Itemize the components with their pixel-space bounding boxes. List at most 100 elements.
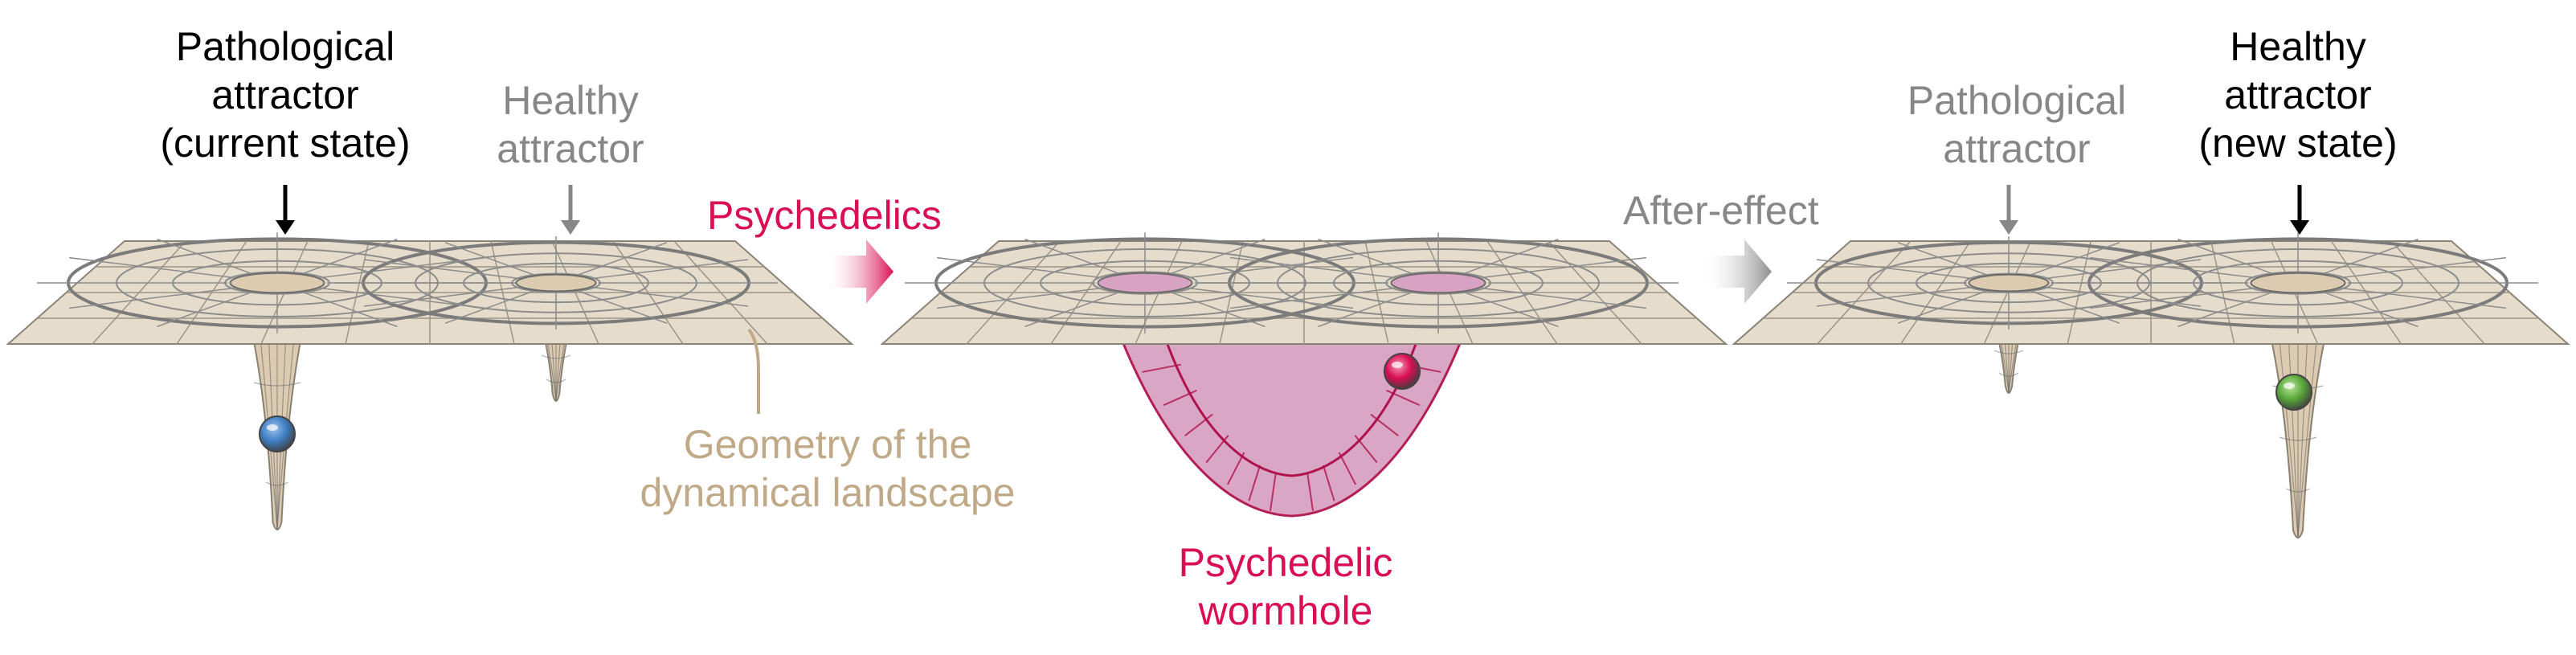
pathological-arrow-current-head [276,220,295,235]
state-ball-pathological [259,416,296,452]
grid-line [673,240,768,345]
well-spoke [444,289,536,324]
healthy-arrow-before-head [561,220,580,235]
well-spoke [1897,289,1989,324]
well-spoke [1169,238,1266,275]
well-spoke [592,286,749,307]
grid-line [551,240,599,345]
wormhole-rung [1386,389,1421,407]
wormhole-rung [1205,434,1229,464]
well-spoke [2177,238,2274,275]
wormhole-rung [1226,452,1245,485]
grid-line [1548,240,1642,345]
well-spoke [2341,287,2507,309]
well-spoke [2045,286,2202,307]
well-spoke [1318,291,1414,328]
well-spoke [1229,287,1396,309]
well-spoke [936,256,1102,279]
well-hole [229,272,325,294]
well-spoke [592,259,749,280]
geometry-pointer-line [747,328,760,414]
wormhole-rung [1163,389,1197,407]
well-spoke [68,256,235,279]
wormhole-rung [1248,465,1261,501]
psychedelics-arrow [829,239,893,304]
grid-line [966,240,1061,345]
healthy-attractor-label-new: Healthy attractor (new state) [2198,24,2398,166]
panel-wormhole [880,232,1728,518]
funnel-ring [2279,436,2317,441]
pathological-arrow-after-head [1999,220,2018,235]
wormhole-rung [1269,473,1277,511]
panel-after [1732,232,2570,538]
funnel-ring [1998,372,2019,377]
grid-line [176,240,247,345]
grid-line [2330,240,2402,345]
well-spoke [2322,291,2419,328]
pathological-attractor-label-after: Pathological attractor [1907,78,2127,171]
well-spoke [1481,256,1647,279]
well-hole [515,273,597,293]
well-hole [1968,273,2050,293]
well-spoke [1229,256,1396,279]
well-spoke [2029,289,2120,324]
well-spoke [1462,291,1559,328]
well-spoke [2045,259,2202,280]
well-spoke [2177,291,2274,328]
funnel-ring [546,379,566,383]
well-spoke [444,242,536,276]
well-spoke [2341,256,2507,279]
well-spoke [2029,242,2120,276]
wormhole-rung [1338,452,1357,485]
well-spoke [1169,291,1266,328]
well-spoke [2322,238,2419,275]
after-effect-label: After-effect [1623,188,1819,233]
grid-line [1899,240,1972,345]
wormhole-rung [1354,434,1378,464]
pathological-attractor-label-current: Pathological attractor (current state) [160,24,411,166]
funnel-ring [2286,488,2310,493]
well-spoke [301,291,398,328]
well-spoke [363,286,520,307]
funnel-ring [253,382,301,387]
healthy-attractor-label-before: Healthy attractor [497,78,644,171]
well-spoke [157,238,253,275]
well-spoke [1188,256,1354,279]
state-ball-healthy-highlight [2284,383,2295,389]
state-ball-healthy [2275,374,2312,411]
panel-before [6,232,854,530]
grid-line [1817,240,1912,345]
well-spoke [1188,287,1354,309]
well-spoke [68,287,235,309]
state-ball-wormhole-highlight [1392,362,1403,368]
grid-line [490,240,515,345]
well-spoke [1481,287,1647,309]
well-spoke [1462,238,1559,275]
well-spoke [1816,259,1973,280]
funnel-ring [541,354,571,359]
psychedelic-wormhole-label: Psychedelic wormhole [1178,540,1393,633]
after-effect-arrow [1707,239,1772,304]
well-spoke [936,287,1102,309]
well-spoke [1318,238,1414,275]
well-spoke [1024,238,1121,275]
well-hole [2250,272,2346,294]
funnel-ring [266,481,288,486]
state-ball-wormhole [1384,353,1421,390]
geometry-label: Geometry of the dynamical landscape [640,422,1016,515]
well-spoke [576,242,668,276]
well-spoke [1024,291,1121,328]
funnel-ring [1993,350,2024,354]
wormhole-rung [1306,473,1315,511]
wormhole-rung [1142,363,1181,373]
well-spoke [1897,242,1989,276]
wormhole-rung [1184,413,1213,437]
well-hole [1097,272,1193,294]
wormhole-rung [1370,413,1399,437]
psychedelic-wormhole-tube [1118,336,1465,518]
grid-line [1050,240,1122,345]
well-spoke [157,291,253,328]
well-spoke [363,259,520,280]
